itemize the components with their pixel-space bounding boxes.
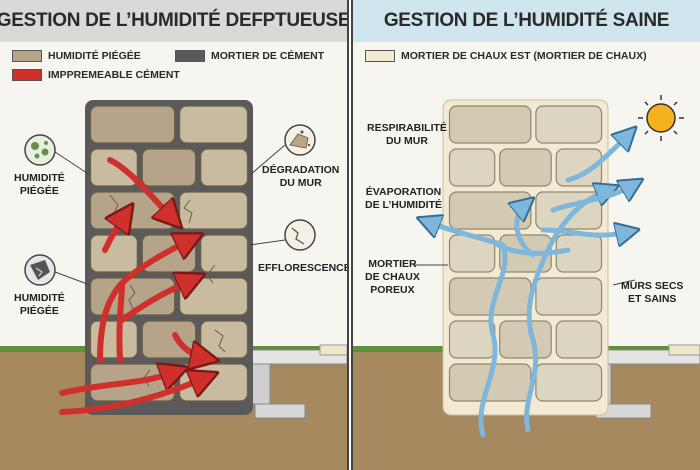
blue-arrow xyxy=(565,135,628,183)
panel-divider xyxy=(347,0,353,470)
leader-line xyxy=(612,279,636,286)
right-panel-title: GESTION DE L’HUMIDITÉ SAINE xyxy=(353,0,700,42)
legend-label: HUMIDITÉ PIÉGÉE xyxy=(48,50,141,62)
sun-icon xyxy=(638,95,684,141)
trapped-moisture-arrows xyxy=(59,157,205,415)
blue-arrow xyxy=(428,222,508,438)
red-arrow xyxy=(172,332,205,358)
red-arrow xyxy=(59,378,205,415)
stone-block xyxy=(200,234,249,273)
unhealthy-wall-diagram xyxy=(0,100,347,470)
crack-icon xyxy=(284,219,316,251)
left-panel-title: GESTION DE L’HUMIDITÉ DEFPTUEUSE xyxy=(0,0,347,42)
blue-arrow xyxy=(540,230,628,235)
stone-block xyxy=(89,148,138,187)
foundation xyxy=(239,344,347,419)
legend-label: IMPPREMEABLE CÉMENT xyxy=(48,69,180,81)
blue-arrow xyxy=(550,185,633,213)
evaporation-arrows xyxy=(428,135,633,438)
leader-line xyxy=(249,239,286,246)
stone-block xyxy=(535,277,603,316)
stone-block xyxy=(179,191,249,230)
legend-item-lime-mortar: MORTIER DE CHAUX EST (MORTIER DE CHAUX) xyxy=(365,50,647,62)
legend-label: MORTIER DE CÉMENT xyxy=(211,50,325,62)
cracked-stone-icon xyxy=(24,254,56,286)
stone-block xyxy=(555,320,603,359)
legend-item-trapped-moisture: HUMIDITÉ PIÉGÉE xyxy=(12,50,141,62)
legend-item-cement-mortar: MORTIER DE CÉMENT xyxy=(175,50,324,62)
stone-block xyxy=(535,363,603,402)
stone-block xyxy=(499,320,552,359)
blue-arrow xyxy=(495,242,571,256)
leader-line xyxy=(54,151,91,176)
legend-item-impermeable-cement: IMPPREMEABLE CÉMENT xyxy=(12,69,180,81)
blue-arrow xyxy=(524,190,608,433)
healthy-wall-diagram xyxy=(353,95,700,470)
stone-block xyxy=(448,105,532,144)
stone-block xyxy=(555,148,603,187)
cement-mortar-swatch xyxy=(175,50,205,62)
stone-block xyxy=(535,105,603,144)
red-arrow xyxy=(59,372,175,396)
stone-block xyxy=(200,320,249,359)
crumbling-stone-icon xyxy=(284,124,316,156)
stone-block xyxy=(499,148,552,187)
red-arrow xyxy=(107,157,172,218)
stone-block xyxy=(200,148,249,187)
legend-label: MORTIER DE CHAUX EST (MORTIER DE CHAUX) xyxy=(401,50,647,62)
stone-block xyxy=(448,148,496,187)
mold-spores-icon xyxy=(24,134,56,166)
lime-mortar-swatch xyxy=(365,50,395,62)
stone-block xyxy=(89,234,138,273)
label-efflorescence: EFFLORESCENCES xyxy=(258,262,347,274)
trapped-moisture-swatch xyxy=(12,50,42,62)
healthy-moisture-panel: GESTION DE L’HUMIDITÉ SAINE MORTIER DE C… xyxy=(353,0,700,470)
leader-line xyxy=(54,271,91,286)
unhealthy-moisture-panel: GESTION DE L’HUMIDITÉ DEFPTUEUSE HUMIDIT… xyxy=(0,0,347,470)
stone-block xyxy=(141,148,197,187)
stone-block xyxy=(555,234,603,273)
impermeable-cement-swatch xyxy=(12,69,42,81)
stone-block xyxy=(448,320,496,359)
stone-block xyxy=(89,105,176,144)
stone-block xyxy=(179,105,249,144)
leader-line xyxy=(249,144,286,176)
red-arrow xyxy=(102,215,125,253)
red-arrow xyxy=(116,282,125,363)
red-arrow xyxy=(119,280,192,323)
